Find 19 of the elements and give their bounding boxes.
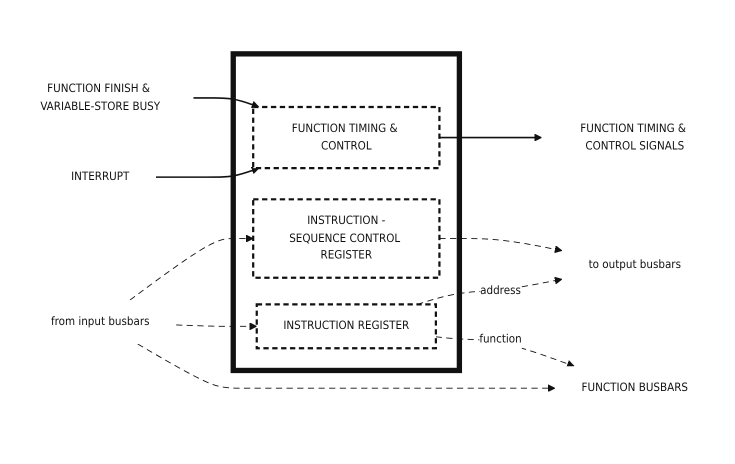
node-text: FUNCTION TIMING & CONTROL SIGNALS: [580, 122, 686, 153]
node-text: from input busbars: [50, 315, 150, 328]
node-text: FUNCTION BUSBARS: [582, 381, 688, 395]
node-text: INTERRUPT: [71, 170, 130, 184]
node-box: INSTRUCTION REGISTER: [256, 303, 437, 350]
node-text: to output busbars: [588, 258, 681, 272]
arrow: [438, 238, 562, 254]
arrow: [130, 234, 254, 300]
node-box: INSTRUCTION -SEQUENCE CONTROL REGISTER: [252, 198, 441, 279]
edge-label: function: [479, 332, 522, 346]
cluster: [230, 51, 462, 374]
arrow: [137, 344, 556, 392]
arrow: [193, 97, 260, 108]
arrow: [176, 322, 258, 330]
node-box: FUNCTION TIMING & CONTROL: [252, 106, 441, 170]
edge-label: address: [480, 284, 521, 298]
node-text: FUNCTION FINISH & VARIABLE-STORE BUSY: [40, 82, 160, 114]
arrow: [439, 134, 542, 142]
arrow: [156, 166, 260, 178]
